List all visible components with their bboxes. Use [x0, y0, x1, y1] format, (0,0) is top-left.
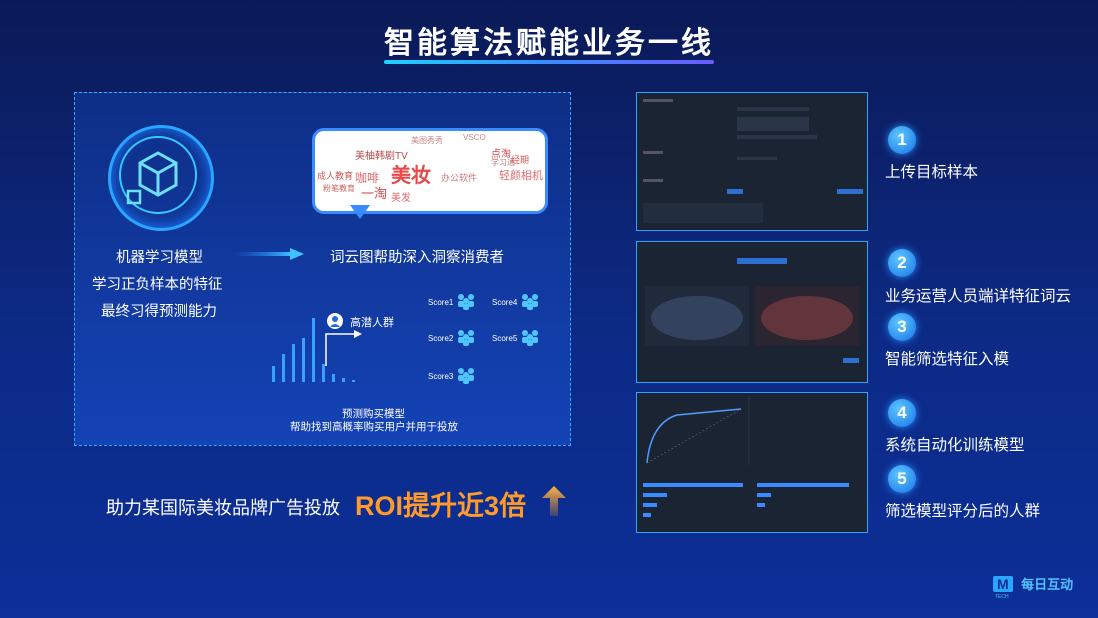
wordcloud-caption: 词云图帮助深入洞察消费者 — [330, 250, 504, 266]
cube-icon — [108, 125, 214, 231]
people-icon — [458, 330, 474, 346]
people-icon — [522, 294, 538, 310]
wordcloud-word: 学习通 — [491, 158, 515, 167]
person-icon — [327, 313, 343, 329]
step-number: 2 — [888, 249, 916, 277]
arrow-up-icon — [542, 486, 566, 516]
wordcloud-word: 办公软件 — [441, 173, 478, 183]
roi-text: ROI提升近3倍 — [355, 491, 527, 521]
wordcloud-word: 成人教育 — [317, 171, 354, 181]
step-label: 业务运营人员端详特征词云 — [885, 288, 1072, 305]
logo-mark: M — [993, 576, 1013, 592]
step-number: 4 — [888, 399, 916, 427]
wordcloud-word: 点淘 — [491, 149, 511, 160]
wordcloud-word: 美图秀秀 — [411, 136, 443, 145]
ml-line-1: 机器学习模型 — [116, 250, 203, 266]
people-icon — [458, 368, 474, 384]
wordcloud-tail — [350, 205, 370, 219]
wordcloud-word: VSCO — [463, 133, 486, 142]
logo-sub: TECH — [995, 594, 1009, 600]
wordcloud-word: 粉笔教育 — [323, 184, 355, 193]
score-label: Score1 — [428, 298, 454, 307]
wordcloud-word: 美妆 — [391, 165, 431, 187]
score-label: Score4 — [492, 298, 518, 307]
wordcloud-word: 经期 — [511, 155, 530, 165]
predict-bars — [272, 318, 362, 382]
page-title: 智能算法赋能业务一线 — [384, 27, 714, 60]
predict-subtitle: 帮助找到高概率购买用户并用于投放 — [290, 421, 458, 433]
wordcloud-word: 咖啡 — [355, 171, 380, 185]
word-cloud: 美妆 一淘 咖啡 点淘 轻颜相机 美柚韩剧TV 成人教育 经期 学习通 美发 粉… — [312, 128, 548, 214]
logo-text: 每日互动 — [1021, 577, 1074, 592]
step-number: 5 — [888, 465, 916, 493]
step-label: 智能筛选特征入模 — [885, 351, 1010, 368]
step-number: 1 — [888, 126, 916, 154]
title-underline — [384, 60, 714, 64]
ml-line-3: 最终习得预测能力 — [101, 304, 217, 320]
step-number: 3 — [888, 313, 916, 341]
brand-logo: M 每日互动 TECH — [993, 574, 1073, 600]
screenshot-model — [636, 392, 868, 533]
score-label: Score2 — [428, 334, 454, 343]
step-label: 系统自动化训练模型 — [885, 437, 1025, 454]
people-icon — [458, 294, 474, 310]
screenshot-wordcloud — [636, 241, 868, 383]
high-potential-label: 高潜人群 — [350, 317, 394, 329]
wordcloud-word: 轻颜相机 — [499, 170, 543, 182]
ml-line-2: 学习正负样本的特征 — [92, 277, 223, 293]
bottom-text: 助力某国际美妆品牌广告投放 — [106, 498, 340, 518]
step-label: 上传目标样本 — [885, 164, 979, 181]
people-icon — [522, 330, 538, 346]
score-label: Score3 — [428, 372, 454, 381]
wordcloud-word: 一淘 — [361, 186, 388, 201]
wordcloud-word: 美发 — [391, 193, 411, 204]
screenshot-upload — [636, 92, 868, 231]
score-label: Score5 — [492, 334, 518, 343]
predict-title: 预测购买模型 — [342, 408, 405, 420]
arrow-right-icon — [232, 248, 304, 260]
wordcloud-word: 美柚韩剧TV — [355, 151, 408, 162]
step-label: 筛选模型评分后的人群 — [885, 503, 1041, 520]
